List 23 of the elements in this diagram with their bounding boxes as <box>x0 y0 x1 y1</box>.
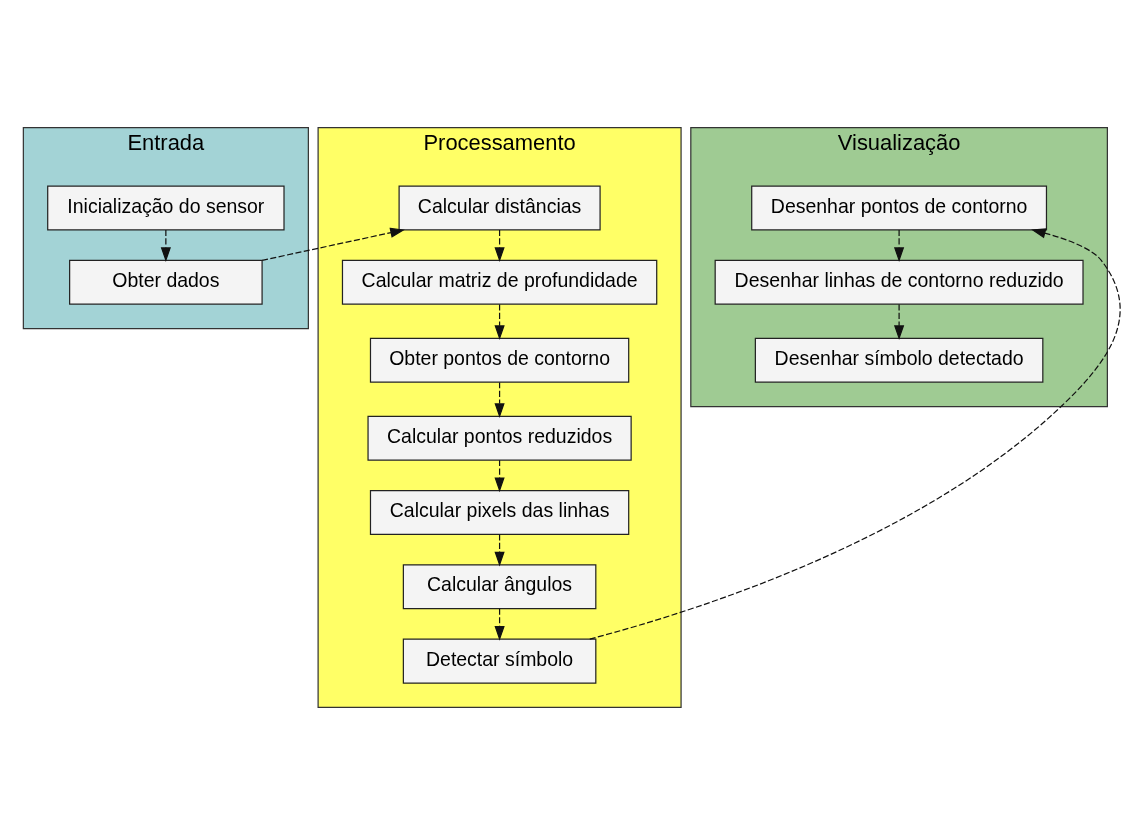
arrow <box>494 381 505 418</box>
arrow <box>494 533 505 566</box>
node-box: Desenhar símbolo detectado <box>754 337 1044 383</box>
node-box: Calcular matriz de profundidade <box>341 259 658 305</box>
arrow <box>893 303 905 340</box>
node-box: Desenhar linhas de contorno reduzido <box>714 259 1084 305</box>
node-box: Obter dados <box>69 259 263 305</box>
node-box: Desenhar pontos de contorno <box>751 184 1048 231</box>
arrow <box>494 228 505 262</box>
node-box: Detectar símbolo <box>402 638 597 684</box>
arrow <box>589 227 1121 640</box>
node-box: Calcular pixels das linhas <box>369 489 630 535</box>
arrow <box>494 459 505 492</box>
node-box: Inicialização do sensor <box>47 184 285 231</box>
arrow <box>893 228 905 262</box>
arrow <box>494 303 505 340</box>
node-box: Calcular pontos reduzidos <box>367 415 632 461</box>
node-box: Obter pontos de contorno <box>369 337 630 383</box>
arrow <box>261 227 405 261</box>
node-box: Calcular distâncias <box>398 184 601 231</box>
node-box: Calcular ângulos <box>402 563 597 609</box>
arrow <box>494 607 505 641</box>
arrow <box>160 228 171 262</box>
